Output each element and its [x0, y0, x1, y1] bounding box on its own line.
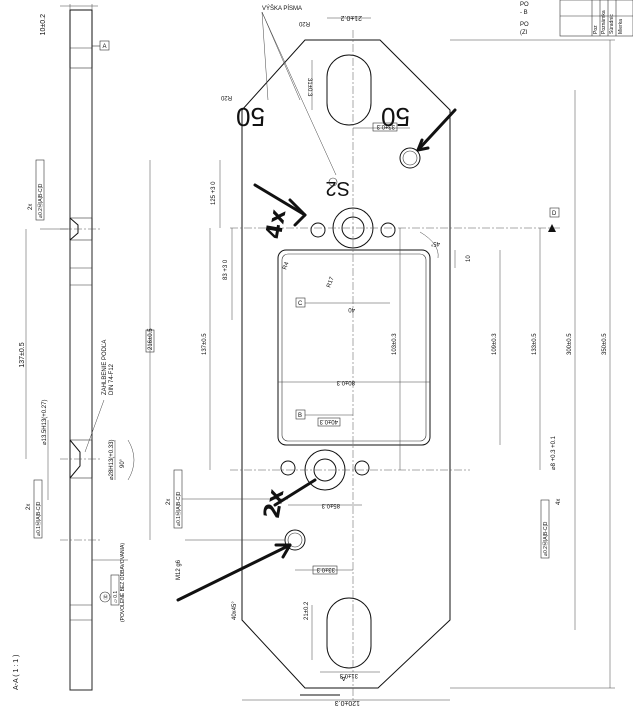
- title-row-1: Poz: [593, 25, 599, 34]
- dim-137: 137±0.5: [202, 333, 208, 355]
- hatched-section-3: [69, 477, 93, 691]
- cb-angle: 90°: [120, 458, 126, 468]
- hatched-section-2: [69, 239, 93, 441]
- title-row-4: Mierka: [618, 19, 624, 34]
- hole-pin-bottom-left: [280, 460, 296, 476]
- hand-note-4x: 4x: [262, 208, 292, 241]
- tol-frame-d: ⌀0.2Ⓜ|A|B-C|D: [542, 521, 549, 556]
- title-row-3: Súradnic: [609, 14, 615, 34]
- section-mark-a: A: [341, 674, 346, 681]
- hand-arrow-2: [416, 108, 457, 152]
- dim-216: 216±0.5: [148, 328, 154, 350]
- width-total: 120±0.3: [335, 699, 360, 706]
- tol-2x-c: 2x: [166, 499, 172, 505]
- title-note-1a: PO: [520, 2, 529, 8]
- title-note-1b: - B: [520, 10, 528, 16]
- chamfer: 40x45°: [232, 601, 238, 620]
- dim-d8: ⌀8 +0.3 +0.1: [551, 435, 557, 470]
- slot-bottom: [326, 597, 372, 669]
- dim-10: 10: [466, 255, 472, 262]
- cb-diameter-1: ⌀13.5H13(+0.27): [42, 400, 48, 445]
- datum-a-box: [99, 40, 110, 51]
- slot-width: 21±0.2: [341, 14, 362, 21]
- dim-85: 85±0.3: [321, 502, 340, 508]
- title-row-2: Poznámka: [601, 10, 607, 34]
- marking-left: 50: [236, 102, 265, 132]
- title-note-2a: PO: [520, 22, 529, 28]
- hole-upper-right: [399, 147, 421, 169]
- marking-right: 50: [381, 102, 410, 132]
- hand-arrow-1: [253, 183, 307, 217]
- dim-40: 40: [348, 306, 355, 312]
- dim-83: 83 +3 0: [223, 259, 229, 280]
- tol-2x-label: 2x: [28, 204, 34, 210]
- tol-frame-top: ⌀0.2Ⓜ|A|B-C|D: [37, 183, 44, 218]
- radius-r20-left: R20: [220, 94, 232, 100]
- tol-frame-c: ⌀0.1Ⓜ|A|B-C|D: [175, 491, 182, 526]
- slot-length-bottom: 31±0.3: [339, 672, 358, 678]
- angle-45: 45°: [430, 240, 440, 246]
- dim-133: 133±0.5: [532, 333, 538, 355]
- tol-4x: 4x: [556, 499, 562, 505]
- radius-r20-top: R20: [298, 20, 310, 26]
- central-window: [277, 249, 431, 446]
- thickness-dim: 10±0.2: [40, 14, 47, 35]
- slot-width-bottom: 21±0.2: [304, 601, 310, 620]
- dim-350: 350±0.5: [602, 333, 608, 355]
- datum-b: B: [298, 413, 302, 419]
- surface-symbol: Ⓜ: [103, 594, 108, 601]
- title-note-2b: (ZI: [520, 30, 528, 36]
- marking-s2: S2: [326, 177, 350, 199]
- tol-frame-b: ⌀0.1Ⓜ|A|B-C|D: [35, 501, 42, 536]
- hole-pin-bottom-right: [354, 460, 370, 476]
- radius-r17: R17: [326, 276, 336, 289]
- hand-note-2x: 2x: [260, 487, 290, 520]
- dim-80: 80±0.3: [336, 379, 355, 385]
- dim-33-bottom: 33±0.3: [316, 566, 335, 572]
- dim-125: 125 +3 0: [211, 181, 217, 205]
- dim-109: 109±0.3: [492, 333, 498, 355]
- section-view: 10±0.2 A 2x ⌀0.2Ⓜ|A|B-C|D 137±0.5 ZAHLBE…: [13, 4, 135, 691]
- length-137: 137±0.5: [19, 342, 26, 367]
- dim-300: 300±0.5: [567, 333, 573, 355]
- hole-pin-top-left: [310, 222, 326, 238]
- datum-a: A: [103, 44, 107, 50]
- dim-103: 103±0.3: [392, 333, 398, 355]
- dim-33-top: 33±0.3: [376, 123, 395, 129]
- slot-top: [326, 54, 372, 126]
- surface-frame: ▱ 0.1: [113, 591, 119, 603]
- cb-diameter-2: ⌀28H13(+0.33): [109, 440, 115, 480]
- datum-d: D: [552, 211, 557, 217]
- counterbore-note-1: ZAHLBENIE PODĽA: [102, 340, 108, 395]
- slot-length: 31±0.3: [306, 78, 312, 97]
- surface-note: (POVOLENÉ BEZ ODBAVOVANIA): [119, 543, 126, 622]
- hatched-section-1: [69, 67, 93, 219]
- thread-m12: M12 g6: [176, 559, 182, 580]
- plan-view: 50 50 S2 VÝŠKA PÍSMA R20 R20 21±0.2 31±0…: [145, 5, 615, 706]
- counterbore-note-2: DIN 74-F12: [109, 363, 115, 395]
- dim-40-b: 40±0.3: [319, 418, 338, 424]
- tol-2x-b: 2x: [26, 504, 32, 510]
- section-title: A-A ( 1 : 1 ): [13, 655, 20, 690]
- hand-arrow-4: [176, 543, 292, 602]
- hole-pin-top-right: [380, 222, 396, 238]
- plate-outline: [241, 39, 451, 689]
- engrave-label: VÝŠKA PÍSMA: [262, 5, 302, 12]
- radius-r4: R4: [282, 261, 290, 271]
- hand-arrow-3: [273, 478, 317, 507]
- title-block: PO - B PO (ZI Poz Poznámka Súradnic Mier…: [520, 0, 633, 37]
- datum-c: C: [298, 301, 303, 307]
